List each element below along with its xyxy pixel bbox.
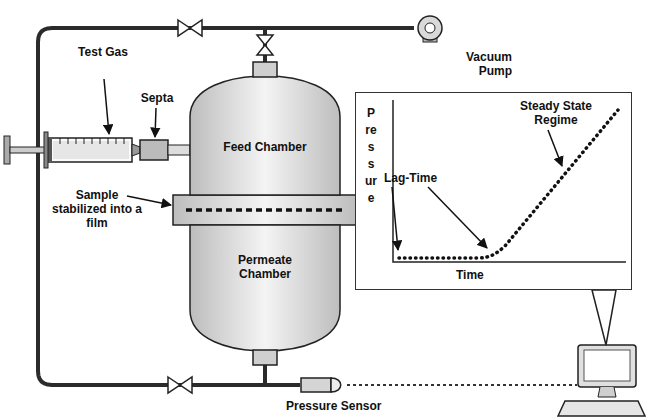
permeate-chamber-outline — [190, 225, 340, 365]
permeate-chamber: Permeate Chamber — [190, 225, 340, 365]
part-label: Sample stabilized into a film — [52, 188, 142, 230]
permeate-chamber-label: Permeate Chamber — [220, 253, 310, 281]
valve-symbol — [168, 377, 192, 393]
leader-arrow — [155, 108, 156, 137]
gas-pipe — [265, 28, 414, 62]
axis-label: Time — [456, 268, 484, 282]
signal-line — [347, 384, 577, 386]
gas-label: Test Gas — [78, 45, 128, 59]
feed-chamber: Feed Chamber — [190, 62, 340, 195]
gas-pipe — [265, 365, 300, 385]
axis-label: Pressure — [365, 105, 377, 207]
valve-symbol — [257, 35, 273, 55]
valve-symbol — [178, 20, 202, 36]
screen-callout — [592, 290, 616, 345]
vacuum-pump: Vacuum Pump — [414, 14, 446, 42]
film-holder — [173, 195, 357, 225]
leader-arrow — [428, 187, 487, 248]
inlet-tube — [168, 145, 190, 155]
syringe — [4, 132, 140, 168]
feed-chamber-outline — [190, 62, 340, 195]
leader-arrow — [392, 187, 398, 250]
feed-chamber-label: Feed Chamber — [220, 140, 310, 154]
pressure-sensor: Pressure Sensor — [300, 375, 345, 395]
pressure-sensor-outline — [300, 375, 345, 395]
annotation: Steady State Regime — [511, 99, 601, 127]
vacuum-pump-label: Vacuum Pump — [450, 50, 512, 78]
part-label: Septa — [136, 91, 178, 105]
septa-port — [140, 140, 168, 160]
vacuum-pump-outline — [414, 14, 446, 42]
sample-film — [186, 208, 345, 212]
pressure-sensor-label: Pressure Sensor — [286, 399, 381, 413]
leader-arrow — [548, 130, 562, 166]
monitor-screen: PressureTime Lag-Time Steady State Regime — [355, 92, 632, 290]
screen-ground — [355, 92, 632, 290]
leader-arrow — [104, 79, 109, 134]
annotation: Lag-Time — [384, 171, 437, 185]
computer — [558, 345, 645, 416]
